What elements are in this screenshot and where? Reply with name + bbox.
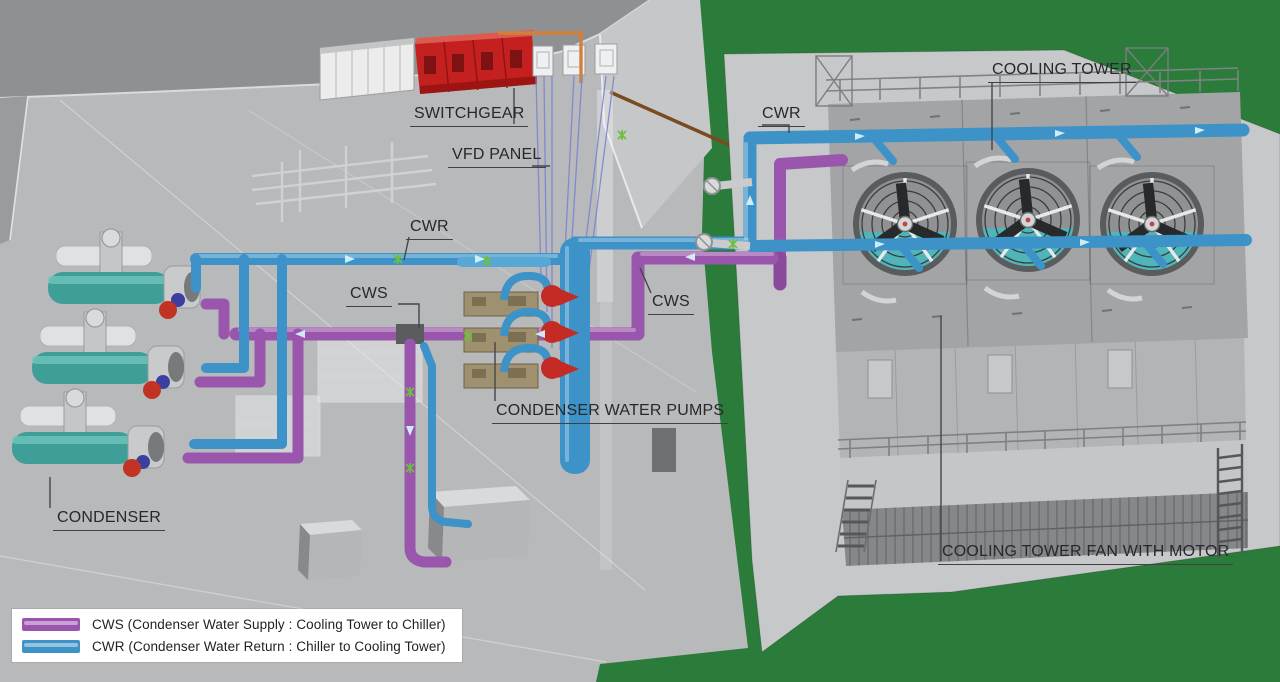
chiller-2 bbox=[32, 308, 185, 399]
tower-access-doors bbox=[867, 349, 1133, 399]
label-condenser: CONDENSER bbox=[53, 509, 166, 531]
walkway-railing bbox=[837, 421, 1247, 458]
chillers bbox=[12, 228, 201, 477]
leader-lines bbox=[49, 83, 993, 561]
back-handrail bbox=[825, 67, 1239, 101]
label-cooling-tower: COOLING TOWER bbox=[988, 61, 1136, 83]
deck-elbows bbox=[850, 155, 1143, 304]
label-cooling-tower-fan: COOLING TOWER FAN WITH MOTOR bbox=[938, 543, 1234, 565]
tower-basin bbox=[840, 440, 1248, 510]
legend-row-cws: CWS (Condenser Water Supply : Cooling To… bbox=[22, 617, 452, 632]
legend-cwr-text: CWR (Condenser Water Return : Chiller to… bbox=[92, 639, 446, 654]
switchgear-panel bbox=[415, 30, 537, 94]
label-cws-mid: CWS bbox=[648, 293, 694, 315]
tower-ladder-right bbox=[1216, 444, 1244, 558]
chiller-3 bbox=[12, 388, 165, 477]
pipe-color-legend: CWS (Condenser Water Supply : Cooling To… bbox=[12, 609, 462, 662]
fan-branch-pipes bbox=[868, 128, 1167, 272]
wall-corner-column bbox=[597, 90, 613, 302]
legend-cws-text: CWS (Condenser Water Supply : Cooling To… bbox=[92, 617, 446, 632]
overhead-pipe-rack bbox=[251, 142, 437, 222]
cwr-color-swatch bbox=[22, 640, 80, 653]
label-condenser-water-pumps: CONDENSER WATER PUMPS bbox=[492, 402, 729, 424]
cws-tee-fitting bbox=[396, 324, 424, 344]
label-vfd-panel: VFD PANEL bbox=[448, 146, 546, 168]
chiller-1 bbox=[48, 228, 201, 319]
label-switchgear: SWITCHGEAR bbox=[410, 105, 529, 127]
pump-1 bbox=[463, 271, 579, 317]
wall-top-brown-trim bbox=[609, 90, 746, 154]
tower-stairs-left bbox=[838, 484, 874, 548]
dark-cabinet bbox=[652, 428, 676, 472]
label-cwr-tower: CWR bbox=[758, 105, 805, 127]
cwr-header bbox=[560, 238, 590, 474]
cooling-tower-structure bbox=[815, 47, 1249, 566]
small-floor-box bbox=[298, 520, 362, 580]
vfd-panels bbox=[532, 43, 618, 77]
ladder-cages bbox=[815, 47, 1169, 107]
floor-edge-strip bbox=[600, 302, 612, 570]
cws-color-swatch bbox=[22, 618, 80, 631]
left-wall-edge bbox=[0, 96, 28, 244]
pump-3 bbox=[463, 343, 579, 389]
left-wall-trim bbox=[9, 95, 29, 241]
legend-row-cwr: CWR (Condenser Water Return : Chiller to… bbox=[22, 639, 452, 654]
flow-arrows bbox=[295, 127, 1205, 436]
mcc-panel-row bbox=[319, 37, 415, 101]
condenser-water-pumps-group bbox=[463, 271, 579, 389]
orange-conduit bbox=[498, 31, 583, 83]
label-cwr-plant: CWR bbox=[406, 218, 453, 240]
valve-marks bbox=[393, 130, 738, 473]
label-cws-plant: CWS bbox=[346, 285, 392, 307]
riser-valves bbox=[695, 177, 753, 251]
